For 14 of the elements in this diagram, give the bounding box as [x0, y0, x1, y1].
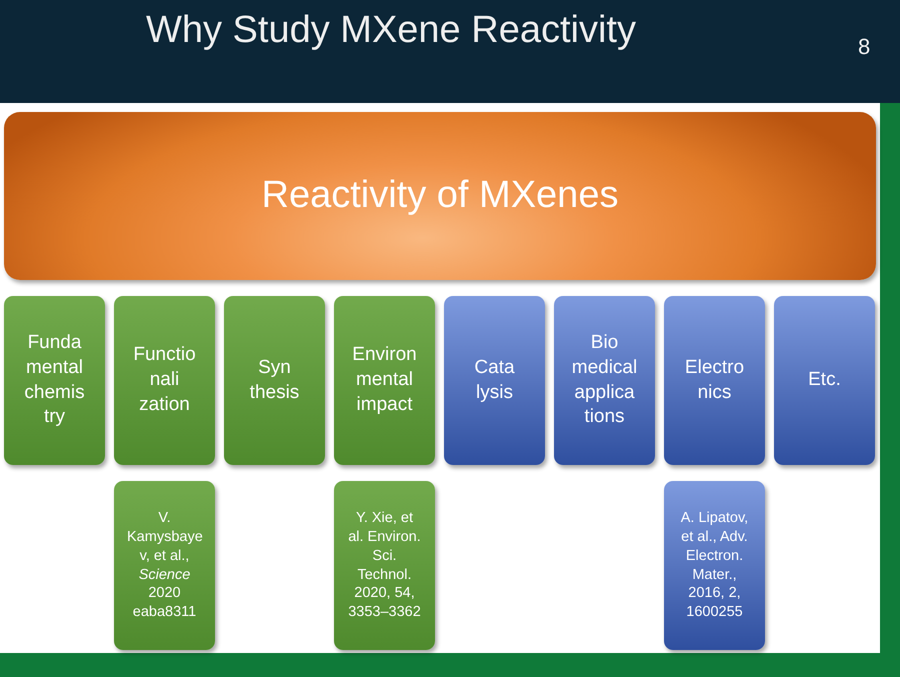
- slide-title: Why Study MXene Reactivity: [146, 9, 636, 52]
- category-box: Etc.: [774, 296, 875, 465]
- page-number: 8: [858, 34, 870, 60]
- reference-box: Y. Xie, et al. Environ. Sci. Technol. 2020, 54, 3353–3362: [334, 481, 435, 650]
- category-box: Bio medical applica tions: [554, 296, 655, 465]
- category-box: Funda mental chemis try: [4, 296, 105, 465]
- category-box: Syn thesis: [224, 296, 325, 465]
- category-box: Cata lysis: [444, 296, 545, 465]
- category-box: Environ mental impact: [334, 296, 435, 465]
- category-box: Electro nics: [664, 296, 765, 465]
- reference-box: A. Lipatov, et al., Adv. Electron. Mater., 2016, 2, 1600255: [664, 481, 765, 650]
- category-box: Functio nali zation: [114, 296, 215, 465]
- topic-banner: Reactivity of MXenes: [4, 112, 876, 280]
- reference-box: V. Kamysbaye v, et al., Science 2020 eaba8311: [114, 481, 215, 650]
